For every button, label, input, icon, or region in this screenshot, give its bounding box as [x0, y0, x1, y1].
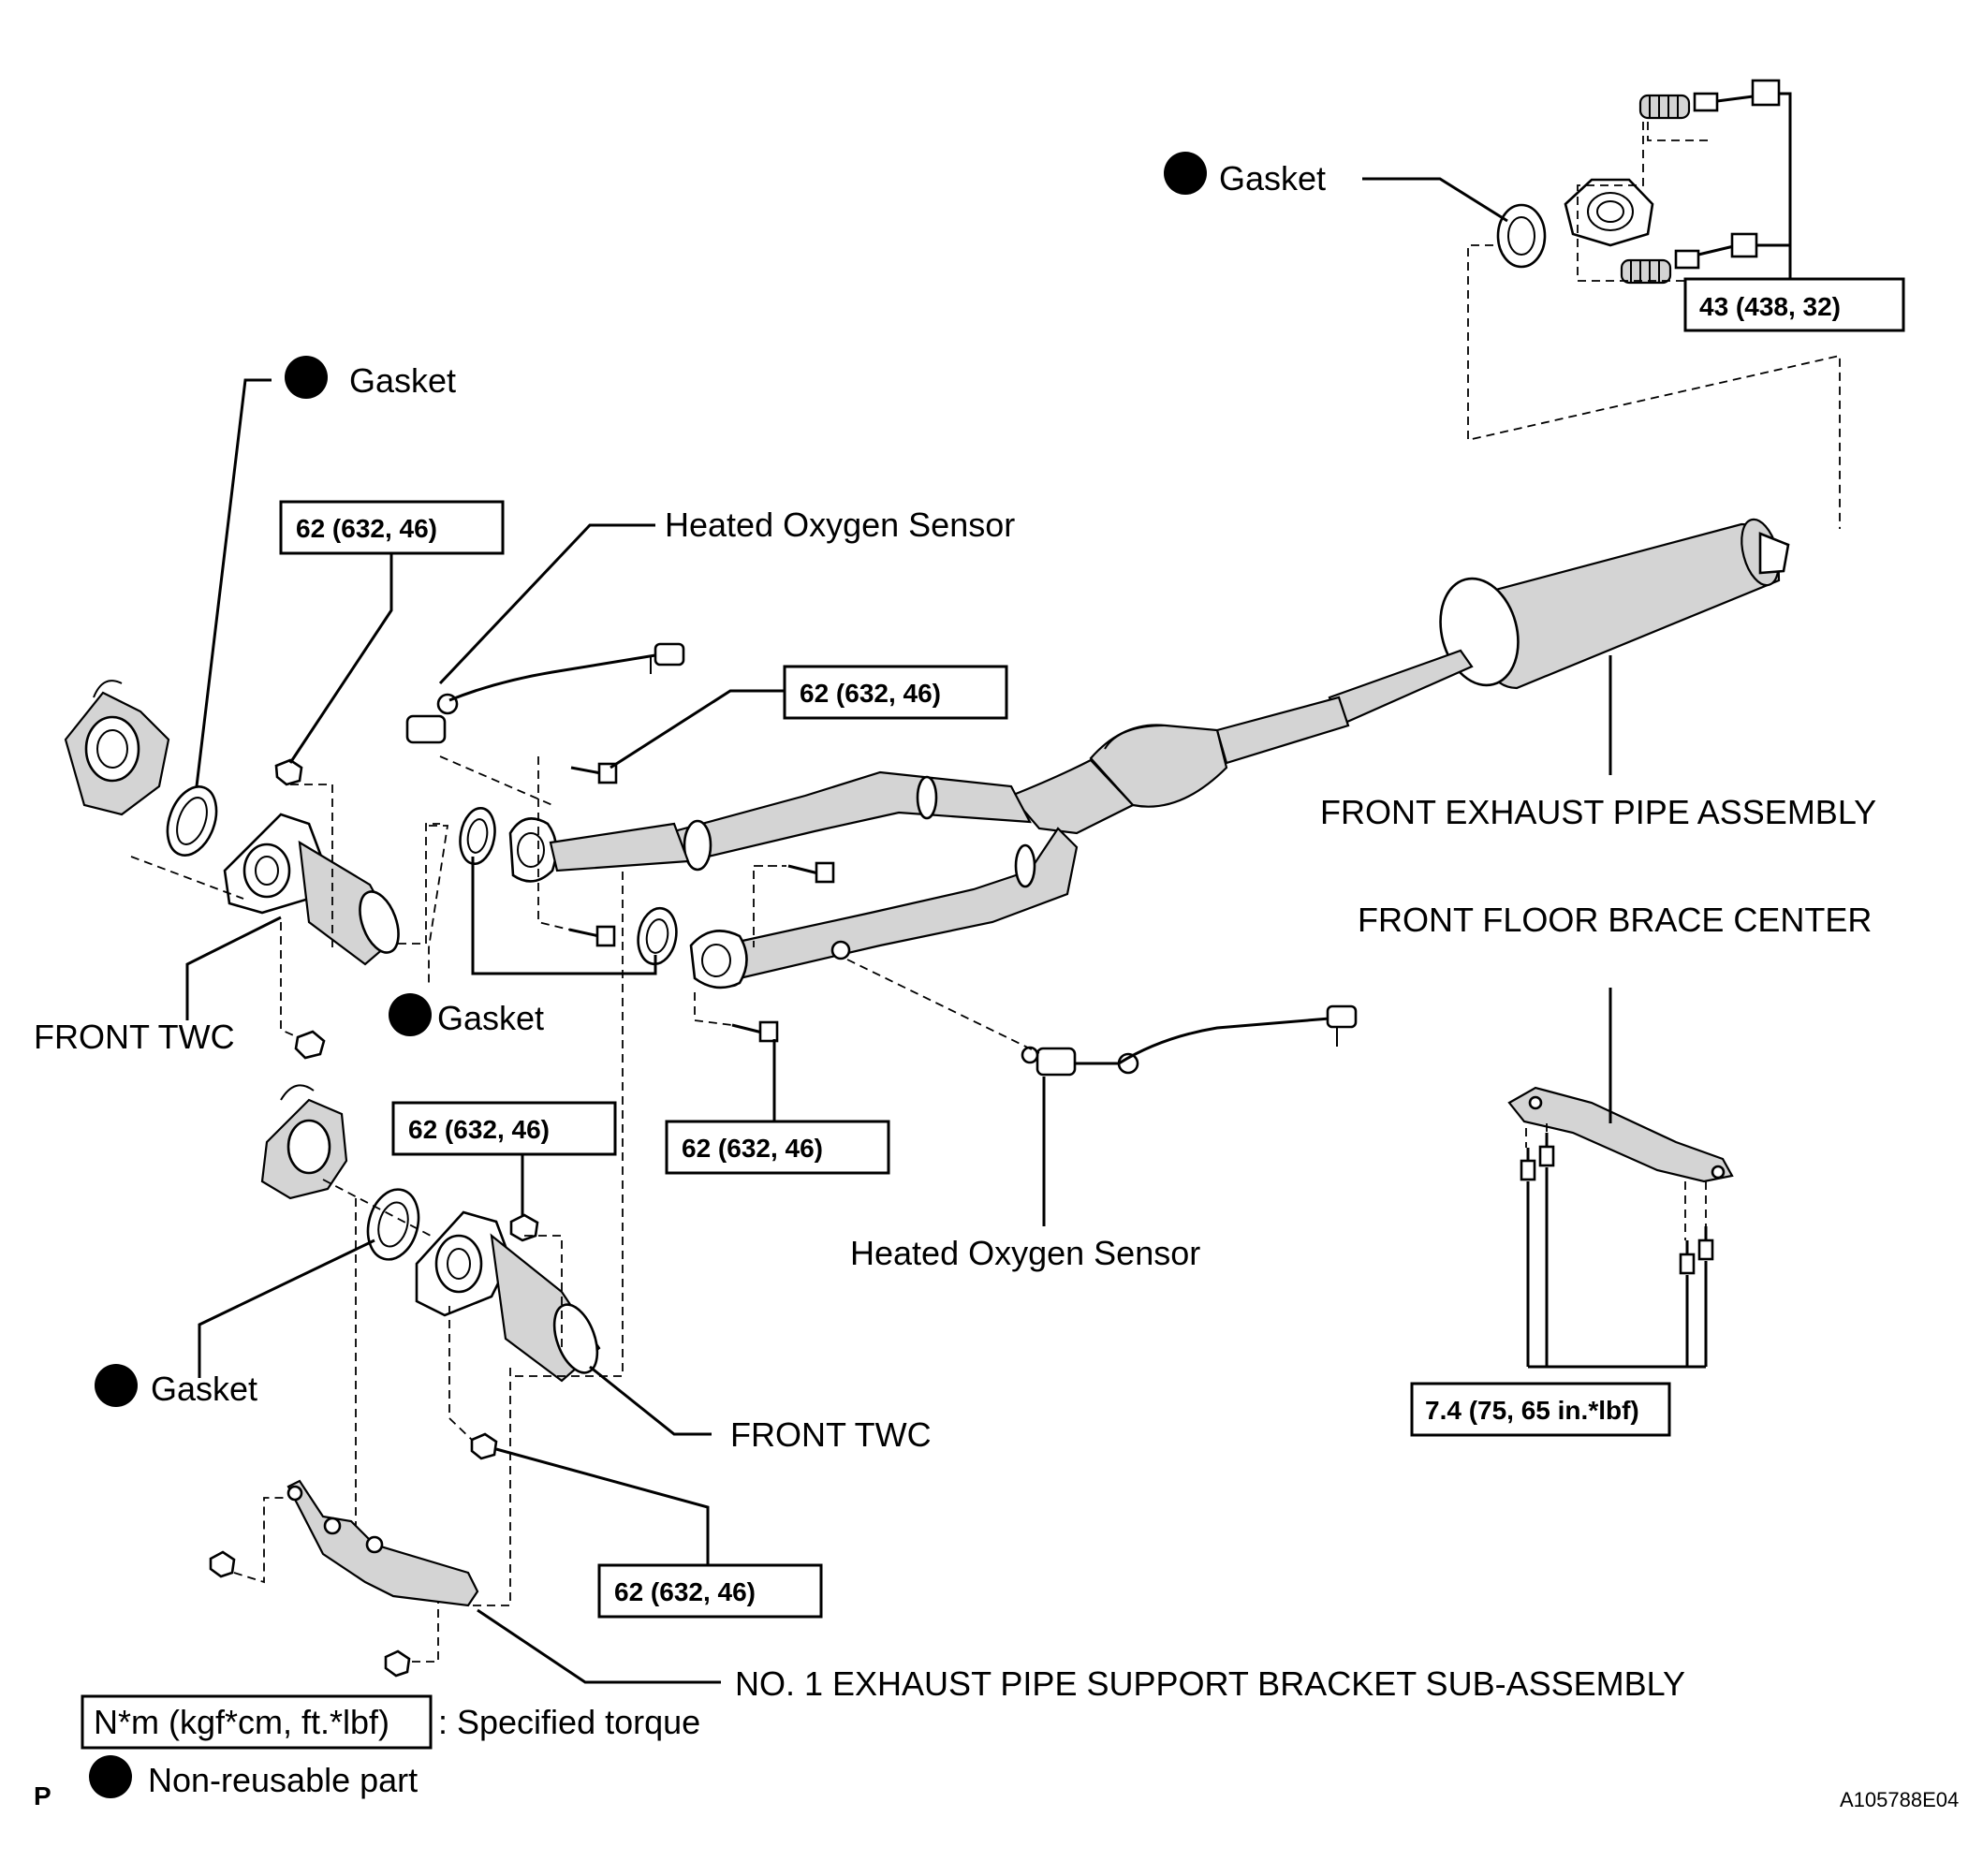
figure-id: A105788E04 — [1840, 1788, 1959, 1811]
torque-box-pipe-bolt-upper: 62 (632, 46) — [783, 665, 1008, 720]
legend-torque-desc: : Specified torque — [438, 1703, 700, 1741]
legend-non-reusable: Non-reusable part — [148, 1761, 418, 1799]
rear-gasket-ring — [1496, 203, 1547, 269]
torque-brace-center: 7.4 (75, 65 in.*lbf) — [1425, 1396, 1639, 1425]
front-twc-lower-label: FRONT TWC — [730, 1415, 932, 1454]
legend: N*m (kgf*cm, ft.*lbf) : Specified torque… — [81, 1694, 700, 1799]
gasket-label-top-right: Gasket — [1164, 152, 1326, 198]
rear-flange — [1564, 178, 1654, 247]
bolt-3 — [568, 925, 616, 947]
front-floor-brace-label: FRONT FLOOR BRACE CENTER — [1358, 901, 1872, 939]
non-reusable-dot-icon — [389, 993, 432, 1036]
torque-box-pipe-bolt-lower: 62 (632, 46) — [665, 1120, 890, 1175]
middle-gasket-bolts — [428, 755, 1040, 1054]
front-exhaust-pipe — [508, 518, 1790, 989]
brace-bolt-2 — [1538, 1133, 1555, 1167]
front-twc-lower — [260, 871, 624, 1531]
bolt-4 — [731, 1020, 779, 1043]
torque-box-left-upper: 62 (632, 46) — [279, 500, 505, 555]
page-code: P — [34, 1781, 51, 1810]
brace-bolt-1 — [1520, 1148, 1536, 1181]
torque-box-bracket-nut: 62 (632, 46) — [597, 1563, 823, 1619]
gasket-label-middle: Gasket — [389, 993, 544, 1037]
bolt-2 — [787, 861, 835, 884]
gasket-label: Gasket — [349, 361, 456, 400]
heated-oxygen-sensor-upper — [405, 642, 685, 744]
brace-bolt-4 — [1697, 1226, 1714, 1261]
torque-pipe-bolt-lower: 62 (632, 46) — [682, 1134, 823, 1163]
spring-bolt-upper — [1638, 79, 1781, 120]
bolt-1 — [570, 762, 618, 784]
non-reusable-dot-icon — [95, 1364, 138, 1407]
heated-oxygen-sensor-lower-label: Heated Oxygen Sensor — [850, 1234, 1200, 1272]
non-reusable-dot-icon — [89, 1755, 132, 1798]
front-floor-brace — [1507, 1086, 1734, 1369]
support-bracket — [209, 1367, 511, 1678]
brace-bolt-3 — [1679, 1240, 1696, 1275]
gasket-label: Gasket — [1219, 159, 1326, 198]
front-exhaust-pipe-label: FRONT EXHAUST PIPE ASSEMBLY — [1320, 793, 1876, 831]
front-twc-upper — [64, 680, 440, 1060]
support-bracket-label: NO. 1 EXHAUST PIPE SUPPORT BRACKET SUB-A… — [735, 1664, 1685, 1703]
lower-pipe-flange — [689, 930, 748, 989]
leader-lines — [185, 177, 1612, 1684]
spring-bolt-lower — [1620, 232, 1758, 285]
non-reusable-dot-icon — [1164, 152, 1207, 195]
torque-bracket-nut: 62 (632, 46) — [614, 1577, 756, 1606]
legend-torque-unit: N*m (kgf*cm, ft.*lbf) — [94, 1703, 389, 1741]
torque-box-top-right: 43 (438, 32) — [1683, 277, 1905, 332]
gasket-label-lower-left: Gasket — [95, 1364, 257, 1408]
rear-flange-group — [1467, 79, 1841, 529]
heated-oxygen-sensor-lower — [1021, 1004, 1358, 1077]
torque-twc-lower-nut: 62 (632, 46) — [408, 1115, 550, 1144]
gasket-label: Gasket — [437, 999, 544, 1037]
gasket-label-top-left: Gasket — [285, 356, 456, 400]
torque-left-upper: 62 (632, 46) — [296, 514, 437, 543]
upper-pipe-flange — [508, 817, 690, 883]
torque-box-brace-center: 7.4 (75, 65 in.*lbf) — [1410, 1382, 1671, 1437]
torque-box-twc-lower-nut: 62 (632, 46) — [391, 1101, 617, 1156]
torque-pipe-bolt-upper: 62 (632, 46) — [800, 679, 941, 708]
torque-top-right: 43 (438, 32) — [1699, 292, 1841, 321]
front-twc-upper-label: FRONT TWC — [34, 1018, 235, 1056]
non-reusable-dot-icon — [285, 356, 328, 399]
heated-oxygen-sensor-upper-label: Heated Oxygen Sensor — [665, 506, 1015, 544]
gasket-label: Gasket — [151, 1370, 257, 1408]
